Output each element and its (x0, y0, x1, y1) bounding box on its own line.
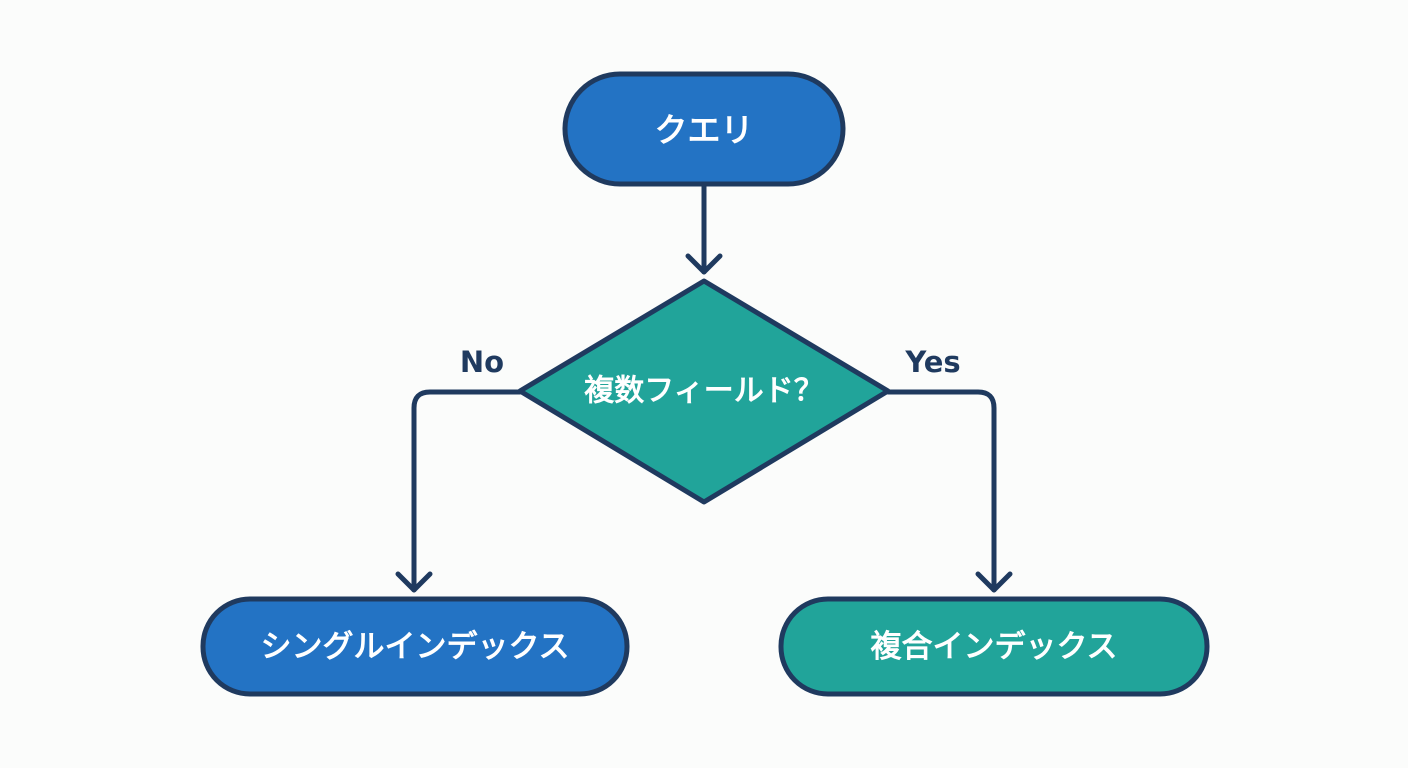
yes-label: Yes (904, 345, 960, 379)
arrow-down-icon (975, 571, 1013, 593)
arrow-down-icon (685, 253, 723, 275)
node-decision: 複数フィールド？ (517, 278, 891, 505)
node-single-index-label: シングルインデックス (260, 629, 569, 665)
terminal-shape (200, 596, 630, 697)
decision-shape (517, 278, 891, 505)
node-decision-label: 複数フィールド？ (584, 374, 823, 409)
node-query-label: クエリ (655, 111, 754, 150)
terminal-shape (562, 71, 846, 187)
edge-no-branch: No (395, 345, 523, 593)
edge-query-to-decision (685, 183, 723, 275)
node-query: クエリ (562, 71, 846, 187)
node-compound-index: 複合インデックス (778, 596, 1210, 697)
arrow-down-icon (395, 571, 433, 593)
terminal-shape (778, 596, 1210, 697)
node-compound-index-label: 複合インデックス (870, 629, 1117, 665)
no-label: No (460, 345, 504, 379)
node-single-index: シングルインデックス (200, 596, 630, 697)
edge-yes-branch: Yes (885, 345, 1013, 593)
